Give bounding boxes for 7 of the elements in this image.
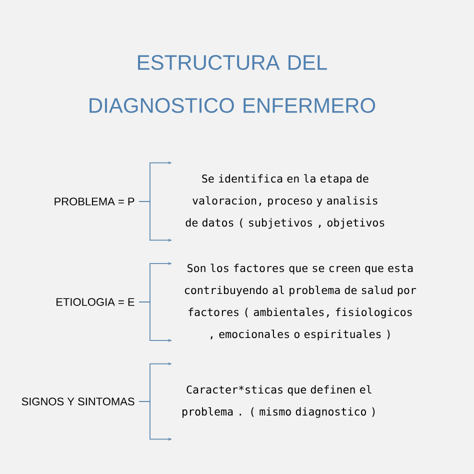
term-label: SIGNOS Y SINTOMAS <box>22 398 134 406</box>
title: ESTRUCTURA DEL DIAGNOSTICO ENFERMERO <box>90 55 376 113</box>
term-label: PROBLEMA = P <box>54 198 134 206</box>
description-text: Se identifica en la etapa de valoracion, proceso y analisis de datos ( subjetivos , objetivos <box>186 174 384 229</box>
description-text: Son los factores que se creen que esta contribuyendo al problema de salud por factores ( ambientales, fisiologicos , emocionales o espirituales ) <box>184 264 416 340</box>
term-label: ETIOLOGIA = E <box>56 298 134 306</box>
description-text: Caracter*sticas que definen el problema . ( mismo diagnostico ) <box>182 385 375 418</box>
